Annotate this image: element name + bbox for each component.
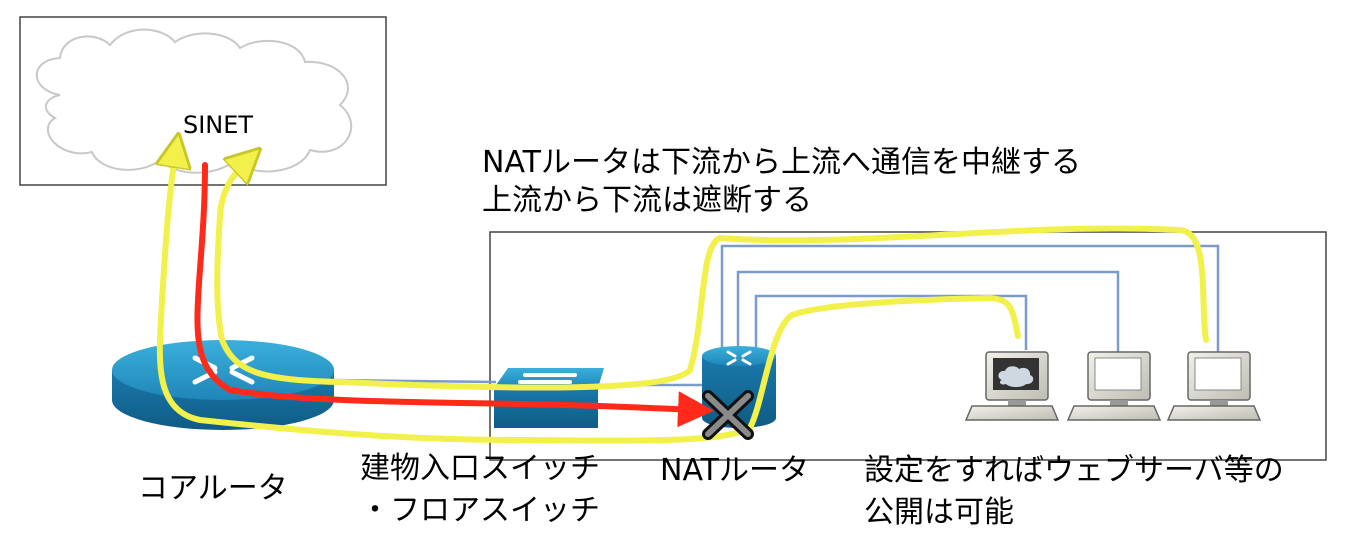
web-server-label-2: 公開は可能 xyxy=(864,495,1014,530)
blocked-downstream-path xyxy=(194,162,714,428)
note-line-1: NATルータは下流から上流へ通信を中継する xyxy=(482,145,1081,180)
cloud-icon xyxy=(35,28,353,174)
building-switch-label-2: ・フロアスイッチ xyxy=(360,493,600,528)
upstream-paths xyxy=(160,150,1209,444)
computer-icon-web-server xyxy=(964,351,1060,421)
local-network-box xyxy=(489,231,1327,461)
x-mark-icon xyxy=(702,390,754,440)
lan-links xyxy=(329,244,1220,387)
computer-icon-client-2 xyxy=(1166,351,1262,421)
cloud-icon xyxy=(998,366,1034,387)
nat-router-label: NATルータ xyxy=(660,453,809,488)
building-switch xyxy=(494,368,604,428)
switch-arrows-icon xyxy=(518,373,577,384)
web-server-label-1: 設定をすればウェブサーバ等の xyxy=(864,453,1284,488)
nat-router-arrows-icon xyxy=(726,350,752,366)
computer-icon-client-1 xyxy=(1066,351,1162,421)
note-line-2: 上流から下流は遮断する xyxy=(482,183,812,218)
building-switch-label-1: 建物入口スイッチ xyxy=(360,451,600,486)
core-router-label: コアルータ xyxy=(138,471,288,506)
sinet-label: SINET xyxy=(183,111,253,139)
